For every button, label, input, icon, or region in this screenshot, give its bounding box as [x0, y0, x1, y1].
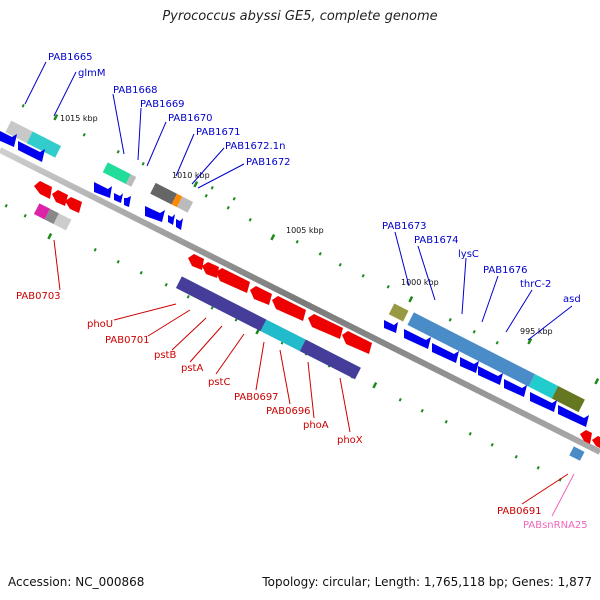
label-pab0697[interactable]: PAB0697 [234, 392, 279, 403]
minor-ticks [4, 104, 562, 482]
ruler-tick-1010: 1010 kbp [172, 171, 210, 180]
gene-block-pab1673[interactable] [388, 303, 409, 322]
major-ticks [47, 114, 600, 389]
accession-text: Accession: NC_000868 [8, 575, 145, 589]
label-pab1672-1n[interactable]: PAB1672.1n [225, 141, 285, 152]
forward-gene-arrows-pab1671[interactable] [145, 206, 183, 230]
ruler-tick-1000: 1000 kbp [401, 278, 439, 287]
gene-block-pab1671[interactable] [150, 182, 194, 213]
genome-summary-text: Topology: circular; Length: 1,765,118 bp… [262, 575, 592, 589]
map-title: Pyrococcus abyssi GE5, complete genome [162, 9, 438, 24]
label-pab1673[interactable]: PAB1673 [382, 221, 427, 232]
label-pab0703[interactable]: PAB0703 [16, 291, 61, 302]
forward-gene-arrows-pab1668[interactable] [94, 182, 131, 207]
label-pab1676[interactable]: PAB1676 [483, 265, 528, 276]
gene-block-pab0703[interactable] [33, 203, 72, 231]
label-pab1674[interactable]: PAB1674 [414, 235, 459, 246]
label-pab1670[interactable]: PAB1670 [168, 113, 213, 124]
label-asd[interactable]: asd [563, 294, 581, 305]
label-pab0691[interactable]: PAB0691 [497, 506, 542, 517]
gene-block-pab1668[interactable] [102, 162, 137, 187]
label-phox[interactable]: phoX [337, 435, 363, 446]
label-pab1665[interactable]: PAB1665 [48, 52, 93, 63]
label-thrc-2[interactable]: thrC-2 [520, 279, 551, 290]
label-pab0701[interactable]: PAB0701 [105, 335, 150, 346]
label-pabsnrna25[interactable]: PABsnRNA25 [523, 520, 588, 531]
label-pab1671[interactable]: PAB1671 [196, 127, 241, 138]
gene-block-pabsnrna25[interactable] [569, 446, 585, 461]
label-pab0696[interactable]: PAB0696 [266, 406, 311, 417]
ruler-tick-995: 995 kbp [520, 327, 553, 336]
ruler-tick-1015: 1015 kbp [60, 114, 98, 123]
leader-lines-blue [24, 61, 573, 341]
gene-block-lysc-asd[interactable] [407, 312, 585, 413]
forward-gene-arrows-right[interactable] [384, 320, 589, 427]
label-pab1668[interactable]: PAB1668 [113, 85, 158, 96]
leader-line-pink [551, 473, 575, 517]
label-lysc[interactable]: lysC [458, 249, 479, 260]
genome-backbone [0, 147, 600, 455]
label-glmm[interactable]: glmM [78, 68, 106, 79]
label-pab1672[interactable]: PAB1672 [246, 157, 291, 168]
gene-block-pab1665-glmm[interactable] [5, 120, 62, 158]
forward-gene-arrows-left[interactable] [0, 130, 45, 162]
label-pab1669[interactable]: PAB1669 [140, 99, 185, 110]
label-phou[interactable]: phoU [87, 319, 113, 330]
label-pstb[interactable]: pstB [154, 350, 176, 361]
ruler-tick-1005: 1005 kbp [286, 226, 324, 235]
reverse-gene-arrows-pab0703[interactable] [34, 181, 82, 213]
leader-lines-red [53, 239, 569, 505]
reverse-gene-arrows-pst[interactable] [188, 254, 372, 354]
gene-block-pst-operon[interactable] [175, 276, 361, 380]
label-phoa[interactable]: phoA [303, 420, 329, 431]
label-pstc[interactable]: pstC [208, 377, 230, 388]
label-psta[interactable]: pstA [181, 363, 203, 374]
reverse-gene-arrows-pab0691[interactable] [580, 430, 600, 448]
